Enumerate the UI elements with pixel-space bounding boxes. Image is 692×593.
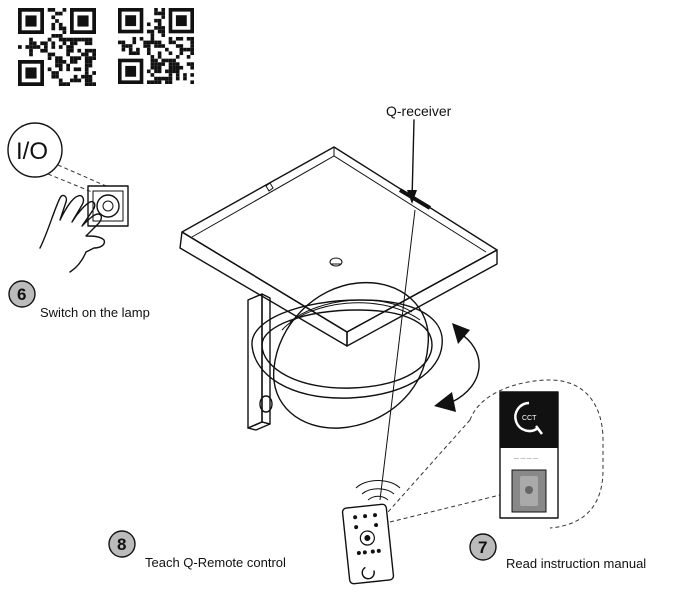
- hand-icon: [39, 194, 106, 273]
- step-6-number: 6: [17, 285, 26, 304]
- rotation-arrow: [434, 323, 480, 412]
- instruction-manual[interactable]: CCT — — — —: [499, 391, 559, 519]
- switch-callout: I/O: [7, 122, 107, 193]
- step-7: 7 Read instruction manual: [469, 533, 646, 571]
- q-logo-icon: [514, 401, 539, 433]
- signal-icon: [355, 480, 401, 501]
- switch-symbol: I/O: [16, 138, 48, 165]
- qr-code-left[interactable]: [18, 8, 98, 86]
- qr-code-right[interactable]: [118, 8, 196, 86]
- lamp-ring: [251, 299, 443, 399]
- lamp-globe: [273, 281, 430, 429]
- ceiling-plate: [179, 146, 498, 347]
- q-remote-control[interactable]: [341, 503, 395, 585]
- svg-text:— — — —: — — — —: [514, 456, 538, 462]
- q-receiver-label: Q-receiver: [386, 103, 452, 119]
- q-receiver-pointer: [411, 119, 415, 201]
- step-7-label: Read instruction manual: [506, 556, 646, 571]
- manual-cover-panel: [500, 392, 558, 448]
- cct-label: CCT: [522, 415, 537, 422]
- step-8-number: 8: [117, 535, 126, 554]
- ir-signal-line: [379, 209, 416, 501]
- step-6-label: Switch on the lamp: [40, 305, 150, 320]
- lamp-arm: [247, 293, 273, 431]
- step-7-number: 7: [478, 538, 487, 557]
- step-8: 8 Teach Q-Remote control: [108, 530, 286, 570]
- step-8-label: Teach Q-Remote control: [145, 555, 286, 570]
- manual-callout: [387, 379, 604, 529]
- q-receiver-sensor: [398, 188, 432, 210]
- step-6: 6 Switch on the lamp: [8, 280, 150, 320]
- wall-switch[interactable]: [87, 185, 129, 227]
